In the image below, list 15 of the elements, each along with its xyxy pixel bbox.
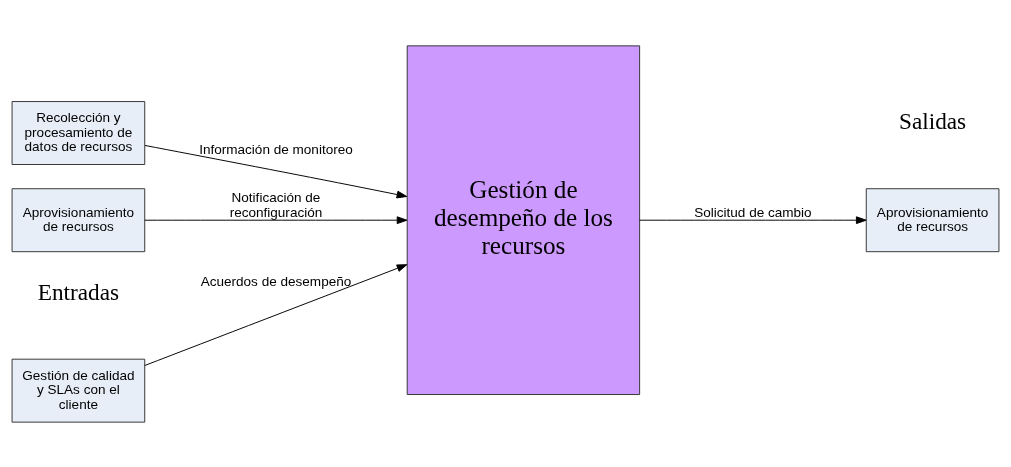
node-box: Recolección y procesamiento de datos de recursos xyxy=(11,100,146,165)
arrow xyxy=(144,215,408,224)
arrow xyxy=(639,215,867,224)
edge-label: Acuerdos de desempeño xyxy=(200,273,352,289)
edge-label: Notificación de reconfiguración xyxy=(229,189,323,220)
node-box: Gestión de calidad y SLAs con el cliente xyxy=(11,358,146,423)
arrow xyxy=(144,263,408,366)
edge-label: Información de monitoreo xyxy=(199,141,353,157)
label: Salidas xyxy=(899,107,967,134)
arrow xyxy=(144,144,408,198)
node-box: Aprovisionamiento de recursos xyxy=(11,187,146,252)
label: Entradas xyxy=(37,278,120,305)
node-box: Aprovisionamiento de recursos xyxy=(865,187,1000,252)
edge-label: Solicitud de cambio xyxy=(694,204,812,220)
node-box: Gestión de desempeño de los recursos xyxy=(406,44,641,395)
